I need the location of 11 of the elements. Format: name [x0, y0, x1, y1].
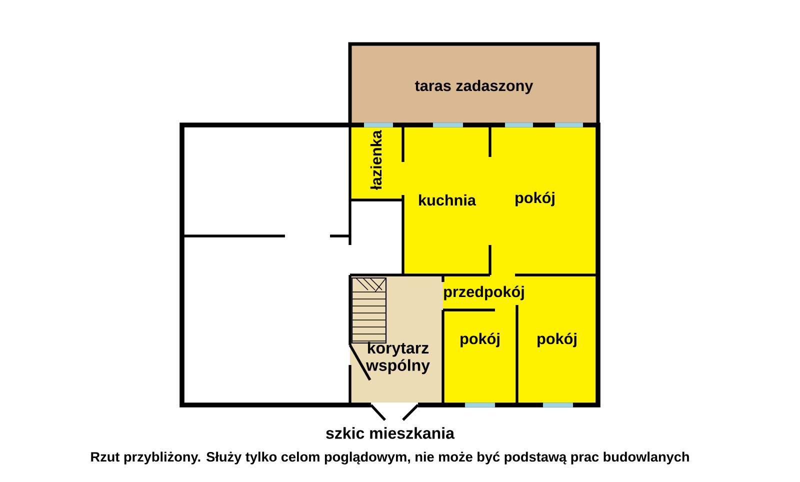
node-label: przedpokój — [444, 286, 524, 300]
node-label: pokój — [538, 332, 576, 348]
room-area: przedpokój — [443, 275, 598, 310]
room-area: pokój — [517, 310, 598, 405]
node-label: kuchnia — [419, 194, 476, 206]
node-label: pokój — [516, 192, 554, 206]
caption: Rzut przybliżony. Służy tylko celom poglądowym, nie może być podstawą prac budowlanych — [91, 452, 689, 464]
room-area: pokój — [443, 310, 517, 405]
plan-title: szkic mieszkania — [326, 427, 455, 439]
terrace-area: taras zadaszony — [350, 44, 598, 125]
room-area: łazienka — [350, 125, 403, 200]
